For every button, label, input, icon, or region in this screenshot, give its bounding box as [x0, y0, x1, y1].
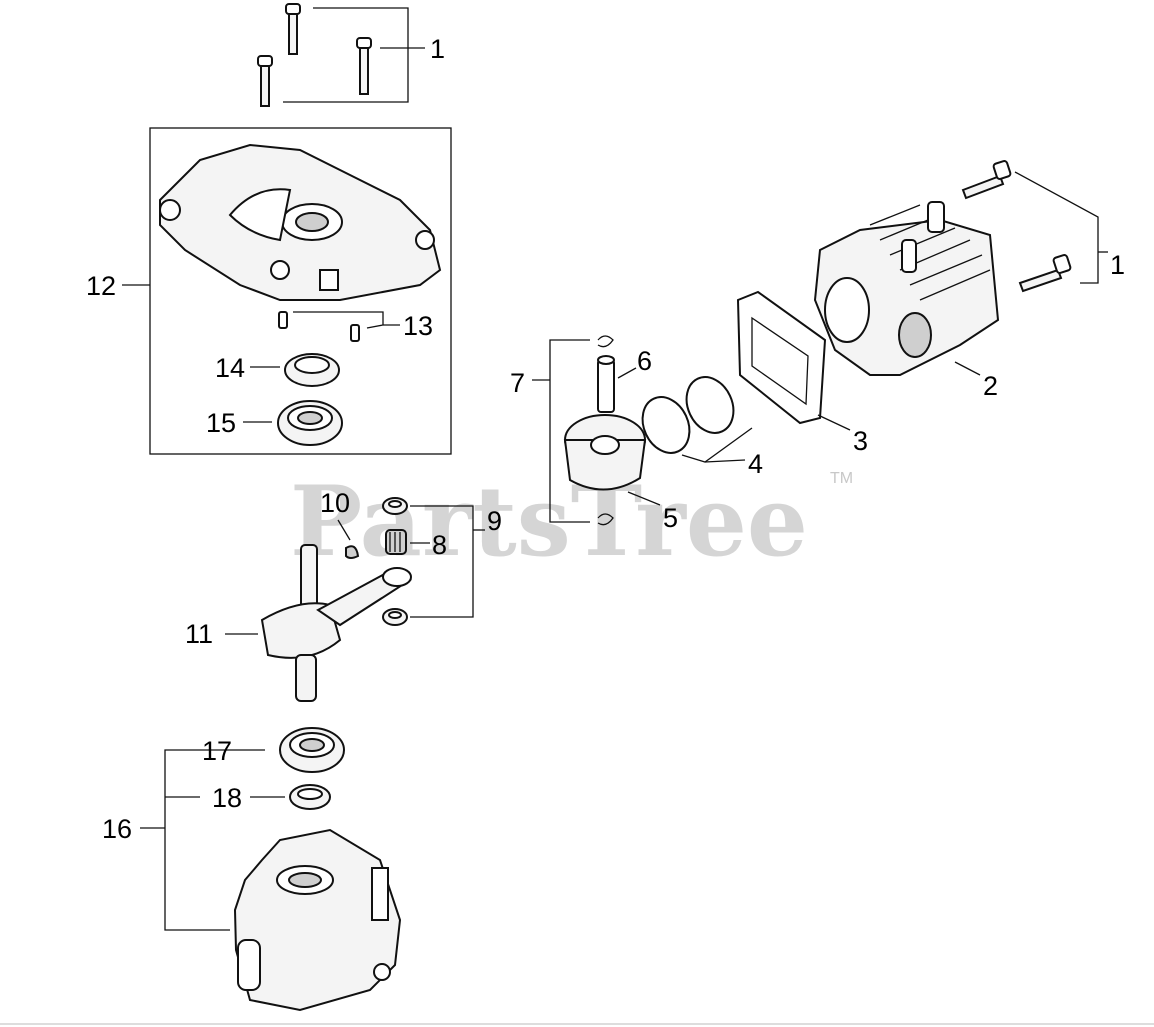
- cylinder[interactable]: [813, 201, 1000, 376]
- dowel-pins[interactable]: [278, 311, 360, 342]
- piston-rings[interactable]: [634, 369, 742, 460]
- leader-5: [627, 491, 661, 506]
- leader-1b: [1014, 171, 1108, 284]
- crankcase-half[interactable]: [159, 143, 442, 301]
- leader-7: [532, 339, 590, 523]
- group-12-box: [149, 127, 452, 455]
- watermark-tm: TM: [830, 470, 853, 487]
- needle-bearing[interactable]: [385, 529, 407, 555]
- callout-12: 12: [86, 271, 116, 301]
- washer-top[interactable]: [382, 497, 408, 515]
- callout-2: 2: [983, 371, 998, 401]
- callout-9: 9: [487, 506, 502, 536]
- screws-cylinder[interactable]: [961, 160, 1072, 293]
- watermark-text: PartsTree: [290, 465, 808, 578]
- gasket[interactable]: [736, 290, 827, 425]
- leader-2: [954, 361, 981, 376]
- callout-4: 4: [748, 449, 763, 479]
- watermark: PartsTree TM: [290, 465, 853, 578]
- callout-11: 11: [185, 619, 213, 649]
- callout-8: 8: [432, 530, 447, 560]
- leader-16: [140, 749, 285, 931]
- callout-18: 18: [212, 783, 242, 813]
- washer-bottom[interactable]: [382, 608, 408, 626]
- callout-17: 17: [202, 736, 232, 766]
- callout-1a: 1: [430, 34, 445, 64]
- callout-3: 3: [853, 426, 868, 456]
- callout-16: 16: [102, 814, 132, 844]
- leader-4b: [704, 459, 746, 463]
- leader-12: [122, 284, 400, 423]
- callout-5: 5: [663, 503, 678, 533]
- leader-10: [337, 519, 351, 541]
- callout-10: 10: [320, 488, 350, 518]
- callout-1b: 1: [1110, 250, 1125, 280]
- leader-1a: [283, 7, 425, 103]
- circlips[interactable]: [597, 335, 614, 526]
- piston[interactable]: [563, 414, 647, 491]
- piston-pin[interactable]: [597, 355, 615, 413]
- callout-13: 13: [403, 311, 433, 341]
- callout-15: 15: [206, 408, 236, 438]
- crankcase-lower[interactable]: [233, 828, 402, 1012]
- callout-14: 14: [215, 353, 245, 383]
- crankshaft[interactable]: [260, 544, 412, 702]
- oil-seal-14[interactable]: [284, 353, 340, 387]
- callout-6: 6: [637, 346, 652, 376]
- bearing-15[interactable]: [277, 400, 343, 446]
- screws-top[interactable]: [257, 3, 372, 107]
- oil-seal-18[interactable]: [289, 784, 331, 810]
- leader-3: [817, 414, 851, 431]
- leader-9: [410, 505, 485, 618]
- leader-6: [617, 367, 637, 379]
- bearing-17[interactable]: [279, 727, 345, 773]
- woodruff-key[interactable]: [345, 545, 360, 559]
- callout-7: 7: [510, 368, 525, 398]
